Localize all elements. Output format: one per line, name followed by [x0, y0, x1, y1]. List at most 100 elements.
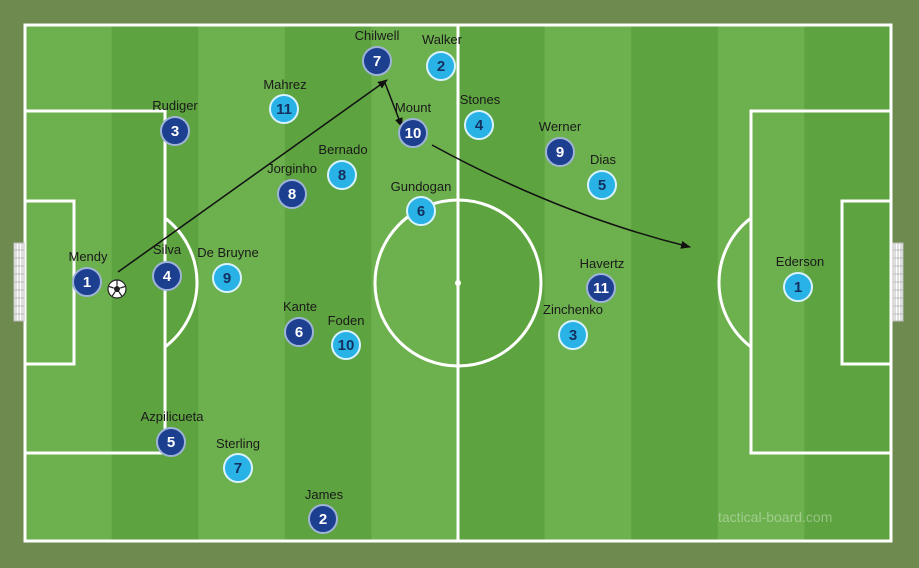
player-token-light-3[interactable]: 3 Zinchenko — [543, 302, 603, 350]
player-circle[interactable] — [308, 504, 338, 534]
pass-arrow — [117, 79, 388, 273]
player-number: 2 — [319, 511, 327, 528]
player-number: 3 — [569, 327, 577, 344]
player-name: Foden — [328, 313, 365, 328]
player-circle[interactable] — [160, 116, 190, 146]
player-circle[interactable] — [331, 330, 361, 360]
player-circle[interactable] — [586, 273, 616, 303]
player-token-dark-5[interactable]: 5 Azpilicueta — [141, 409, 205, 457]
player-circle[interactable] — [269, 94, 299, 124]
player-number: 5 — [598, 177, 606, 194]
player-token-light-4[interactable]: 4 Stones — [460, 92, 501, 140]
player-token-dark-4[interactable]: 4 Silva — [152, 242, 182, 291]
player-token-light-7[interactable]: 7 Sterling — [216, 436, 260, 483]
player-token-dark-6[interactable]: 6 Kante — [283, 299, 317, 347]
right-penalty-arc — [717, 216, 752, 349]
player-circle[interactable] — [223, 453, 253, 483]
player-circle[interactable] — [277, 179, 307, 209]
player-token-dark-2[interactable]: 2 James — [305, 487, 344, 534]
player-circle[interactable] — [398, 118, 428, 148]
run-arrow-curved — [431, 144, 691, 249]
player-circle[interactable] — [464, 110, 494, 140]
player-token-light-11[interactable]: 11 Mahrez — [263, 77, 307, 124]
player-number: 9 — [556, 144, 564, 161]
player-name: Dias — [590, 152, 617, 167]
player-circle[interactable] — [406, 196, 436, 226]
right-goal-area — [840, 199, 893, 366]
player-token-dark-8[interactable]: 8 Jorginho — [267, 161, 317, 209]
player-number: 11 — [276, 101, 292, 118]
player-name: Mahrez — [263, 77, 306, 92]
player-number: 7 — [234, 460, 242, 477]
player-name: Zinchenko — [543, 302, 603, 317]
player-name: James — [305, 487, 344, 502]
player-circle[interactable] — [783, 272, 813, 302]
left-penalty-arc — [164, 216, 199, 349]
left-goal-net — [13, 242, 25, 322]
player-number: 8 — [338, 167, 346, 184]
player-circle[interactable] — [362, 46, 392, 76]
player-circle[interactable] — [72, 267, 102, 297]
player-number: 10 — [405, 125, 422, 142]
player-circle[interactable] — [545, 137, 575, 167]
player-token-dark-10[interactable]: 10 Mount — [395, 100, 432, 148]
player-token-light-9[interactable]: 9De Bruyne — [197, 245, 259, 293]
player-circle[interactable] — [212, 263, 242, 293]
player-name: Kante — [283, 299, 317, 314]
player-number: 10 — [338, 337, 355, 354]
centre-circle — [373, 198, 543, 368]
player-number: 3 — [171, 123, 179, 140]
player-token-light-1[interactable]: 1 Ederson — [776, 254, 824, 302]
pitch-stripe — [804, 25, 892, 541]
player-circle[interactable] — [587, 170, 617, 200]
player-name: Sterling — [216, 436, 260, 451]
player-token-dark-9[interactable]: 9 Werner — [539, 119, 582, 167]
player-name: Havertz — [580, 256, 625, 271]
player-number: 1 — [794, 279, 802, 296]
player-name: Ederson — [776, 254, 824, 269]
player-circle[interactable] — [156, 427, 186, 457]
player-number: 7 — [373, 53, 381, 70]
player-number: 1 — [83, 274, 91, 291]
player-name: Rudiger — [152, 98, 198, 113]
player-number: 9 — [223, 270, 231, 287]
centre-spot — [455, 280, 461, 286]
player-token-light-6[interactable]: 6 Gundogan — [391, 179, 452, 226]
player-number: 8 — [288, 186, 296, 203]
player-name: Gundogan — [391, 179, 452, 194]
player-number: 2 — [437, 58, 445, 75]
player-circle[interactable] — [284, 317, 314, 347]
pitch-stripe — [458, 25, 546, 541]
player-token-light-10[interactable]: 10 Foden — [328, 313, 365, 360]
right-goal-net — [892, 242, 904, 322]
player-token-dark-1[interactable]: 1 Mendy — [68, 249, 108, 297]
player-name: Mendy — [68, 249, 108, 264]
player-name: Werner — [539, 119, 582, 134]
player-name: Azpilicueta — [141, 409, 205, 424]
player-circle[interactable] — [327, 160, 357, 190]
player-number: 11 — [593, 280, 609, 297]
pitch-stripe — [631, 25, 719, 541]
player-number: 5 — [167, 434, 175, 451]
player-name: Jorginho — [267, 161, 317, 176]
player-circle[interactable] — [558, 320, 588, 350]
player-token-dark-7[interactable]: 7 Chilwell — [355, 28, 400, 76]
player-token-light-5[interactable]: 5 Dias — [587, 152, 617, 200]
player-number: 6 — [417, 203, 425, 220]
pitch-stripe — [371, 25, 459, 541]
player-name: Mount — [395, 100, 432, 115]
player-circle[interactable] — [426, 51, 456, 81]
player-number: 6 — [295, 324, 303, 341]
player-name: Stones — [460, 92, 501, 107]
player-token-dark-11[interactable]: 11 Havertz — [580, 256, 625, 303]
player-number: 4 — [475, 117, 484, 134]
football-icon[interactable] — [107, 279, 127, 299]
player-name: Silva — [153, 242, 182, 257]
player-number: 4 — [163, 268, 172, 285]
player-token-dark-3[interactable]: 3 Rudiger — [152, 98, 198, 146]
player-name: Chilwell — [355, 28, 400, 43]
player-circle[interactable] — [152, 261, 182, 291]
